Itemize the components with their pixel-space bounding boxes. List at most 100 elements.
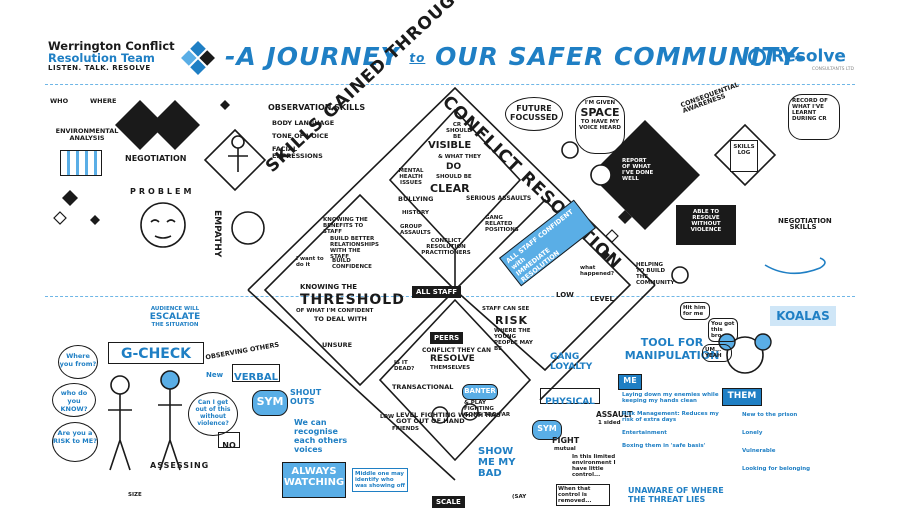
record-label: RECORD OF WHAT I'VE LEARNT DURING CR [792, 98, 828, 122]
resolve-word: RESOLVE [430, 354, 475, 364]
title-part2: OUR SAFER COMMUNITY- [435, 42, 806, 71]
clear-label: CLEAR [430, 182, 470, 195]
problem-label: PROBLEM [130, 187, 195, 196]
level-fighting: LEVEL FIGHTING WHICH HAS GOT OUT OF HAND [396, 411, 501, 425]
threshold-label: THRESHOLD [300, 292, 405, 308]
where-from-bubble: Where you from? [58, 345, 98, 379]
helping-label: HELPING TO BUILD THE COMMUNITY [636, 262, 675, 286]
partner-logo-sub: CONSULTANTS LTD [811, 66, 854, 72]
them-box: THEM [722, 388, 762, 406]
say-label: (SAY [512, 494, 527, 500]
escalate-label: ESCALATE [149, 312, 201, 322]
them-list: New to the prison Lonely Vulnerable Look… [742, 412, 822, 472]
mutual-label: mutual [554, 446, 576, 452]
transactional-label: TRANSACTIONAL [392, 383, 454, 391]
risk-me: Are you a RISK to ME? [53, 429, 97, 445]
observation-title: OBSERVATION SKILLS [268, 103, 366, 112]
watching-label: WATCHING [283, 477, 345, 488]
observation-item: TONE OF VOICE [272, 132, 329, 140]
future-focussed-bubble: FUTURE FOCUSSED [505, 97, 563, 131]
org-name-line2: Resolution Team [48, 51, 155, 65]
where-young-people: WHERE THE YOUNG PEOPLE MAY BE [494, 328, 533, 352]
want-label: I want to do it [296, 256, 324, 268]
confident-label: OF WHAT I'M CONFIDENT [296, 308, 374, 314]
assault-label: ASSAULT [596, 410, 633, 419]
space-bubble: I'M GIVEN SPACE TO HAVE MY VOICE HEARD [575, 96, 625, 154]
them-item: Vulnerable [742, 448, 776, 454]
where-from: Where you from? [59, 352, 97, 368]
conflict-they-can: CONFLICT THEY CAN [422, 347, 491, 354]
unaware-label: UNAWARE OF WHERE THE THREAT LIES [628, 486, 724, 504]
friends-label: FRIENDS [392, 426, 419, 432]
deal-label: TO DEAL WITH [314, 315, 367, 323]
can-i: Can I get out of this without violence? [195, 399, 231, 427]
resolve-label: ABLE TO RESOLVE WITHOUT VIOLENCE [690, 209, 722, 233]
serious-assaults: SERIOUS ASSAULTS [466, 195, 532, 202]
assessing-label: ASSESSING [150, 461, 210, 470]
skills-log-book: SKILLS LOG [730, 140, 758, 172]
top-divider [45, 84, 855, 85]
them-item: Looking for belonging [742, 466, 811, 472]
risk-label: RISK [495, 314, 529, 327]
bullying-label: BULLYING [398, 195, 434, 203]
staff-can-see: STAFF CAN SEE [482, 306, 530, 312]
partner-logo-name: Resolve [771, 46, 846, 67]
gang-loyalty: GANG LOYALTY [550, 352, 593, 372]
negotiation-label: NEGOTIATION [125, 154, 187, 163]
space-line3: TO HAVE MY VOICE HEARD [578, 119, 621, 131]
banter-box: BANTER [462, 384, 498, 400]
low-badge: LOW [380, 414, 395, 420]
benefits-label: KNOWING THE BENEFITS TO STAFF [323, 217, 368, 235]
hit-him-bubble: Hit him for me [680, 302, 710, 320]
what-happened: what happened? [580, 265, 615, 277]
org-logo-text: Werrington Conflict Resolution Team LIST… [48, 40, 178, 72]
situation-label: THE SITUATION [151, 322, 199, 328]
risk-me-bubble: Are you a RISK to ME? [52, 422, 98, 462]
peers-badge: PEERS [430, 332, 464, 344]
environmental-analysis: ENVIRONMENTAL ANALYSIS [55, 127, 119, 142]
always-watching-box: ALWAYS WATCHING [282, 462, 346, 498]
no-label: NO [222, 441, 236, 450]
audience-note: AUDIENCE WILL ESCALATE THE SITUATION [140, 306, 210, 328]
shout-outs: SHOUT OUTS [290, 388, 322, 406]
is-it-dead: IS IT DEAD? [394, 360, 415, 372]
should-be-label: SHOULD BE [436, 174, 472, 180]
sym-box-2: SYM [532, 420, 562, 440]
sym-label-2: SYM [537, 424, 557, 433]
always-label: ALWAYS [291, 466, 337, 477]
who-label: WHO [50, 97, 69, 105]
koalas-box: KOALAS [770, 306, 836, 326]
puzzle-icon [181, 41, 215, 75]
who-know: who do you KNOW? [60, 389, 88, 413]
audience-label: AUDIENCE WILL [150, 306, 200, 312]
can-i-bubble: Can I get out of this without violence? [188, 392, 238, 436]
me-label: ME [623, 376, 637, 385]
observation-list: BODY LANGUAGE TONE OF VOICE FACIAL EXPRE… [272, 120, 334, 160]
koalas-label: KOALAS [776, 309, 830, 323]
um-yeah-bubble: UM... YEAH [702, 344, 732, 362]
tool-line2: MANIPULATION [624, 349, 720, 362]
what-they-label: & WHAT THEY [438, 154, 481, 160]
me-list: Laying down my enemies while keeping my … [622, 392, 730, 449]
verbal-box: VERBAL [232, 364, 280, 383]
title-to: to [409, 51, 426, 65]
where-label: WHERE [90, 97, 117, 105]
empathy-label: EMPATHY [212, 210, 222, 258]
page-title: -A JOURNEY to OUR SAFER COMMUNITY- [225, 42, 806, 71]
mental-health: MENTAL HEALTH ISSUES [398, 168, 424, 186]
physical-label: PHYSICAL [545, 397, 595, 407]
org-name-line1: Werrington Conflict [48, 39, 175, 53]
me-item: Laying down my enemies while keeping my … [622, 392, 719, 404]
knowing-label: KNOWING THE [300, 283, 358, 291]
themselves-label: THEMSELVES [430, 365, 471, 371]
them-label: THEM [727, 391, 757, 401]
size-label: SIZE [128, 492, 142, 498]
observation-item: FACIAL EXPRESSIONS [272, 145, 323, 160]
unsure-label: UNSURE [322, 341, 353, 349]
middle-note: Middle one may identify who was showing … [352, 468, 408, 492]
do-label: DO [446, 162, 462, 172]
them-item: New to the prison [742, 412, 798, 418]
limited-env: In this limited environment I have littl… [572, 454, 616, 478]
scale-badge: SCALE [432, 496, 465, 508]
skills-log: SKILLS LOG [733, 144, 755, 156]
